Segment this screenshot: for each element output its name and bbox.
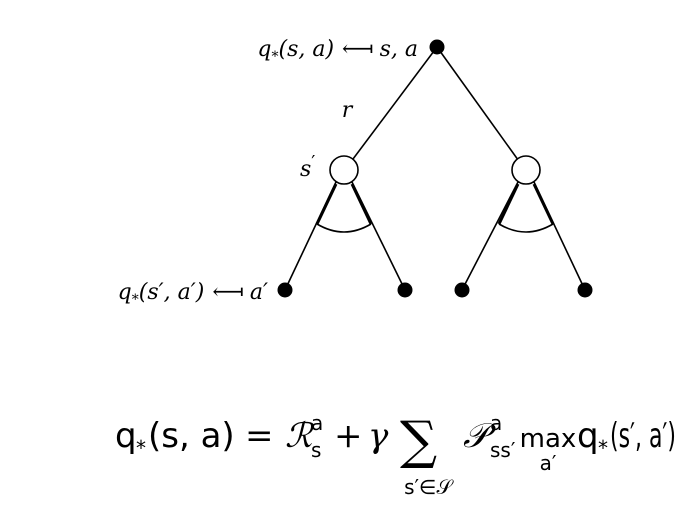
eq-max-sub: a′ [540,451,557,475]
tree-nodes [277,39,593,298]
state-label-prime: ′ [311,152,315,173]
edge-right-rl [461,181,519,291]
edge-root-left [343,46,438,172]
leaf-action-node-3 [454,282,470,298]
leaf-label-rhs: a′ [250,280,268,305]
eq-lhs-sub: * [136,436,146,460]
eq-rhs-args: (s′, a′) [610,416,676,456]
eq-sum-sub: s′∈𝒮 [404,475,454,499]
eq-gamma: γ [368,416,389,456]
state-node-right [511,155,541,185]
eq-max: max [520,424,577,454]
root-label: q*(s, a) ⟻s, a [257,37,418,65]
eq-sum: ∑ [400,411,437,471]
eq-plus: + [334,416,363,456]
state-label: s′ [300,152,315,182]
bellman-equation: q * (s, a) = ℛ a s + γ ∑ s′∈𝒮 𝒫 a ss′ ma… [115,411,676,499]
root-label-q: q [257,37,271,62]
eq-P-sup: a [490,411,502,435]
eq-R-sup: a [311,411,323,435]
edge-left-lr-thick [350,183,373,225]
eq-R: ℛ [285,416,315,456]
leaf-label: q*(s′, a′) ⟻a′ [118,280,268,308]
state-node-left [329,155,359,185]
edge-right-rr-thick [532,183,555,225]
eq-rhs-sub: * [598,436,608,460]
reward-label: r [342,98,354,123]
eq-rhs-q: q [577,416,599,456]
leaf-action-node-2 [397,282,413,298]
leaf-label-sub: * [132,292,139,308]
root-label-arrow: ⟻ [342,37,374,62]
edge-root-right [436,46,527,172]
leaf-label-q: q [118,280,132,305]
edge-left-ll-thick [315,183,338,225]
leaf-label-args: (s′, a′) [139,280,205,305]
tree-edges [284,46,586,291]
eq-R-sub: s [311,438,321,462]
edge-right-rl-thick [497,183,520,225]
root-label-args: (s, a) [278,37,334,62]
eq-lhs-q: q [115,416,137,456]
root-label-rhs: s, a [380,37,418,62]
max-arcs [316,223,554,233]
state-label-base: s [300,157,311,182]
eq-P-sub: ss′ [490,438,516,462]
eq-equals: = [245,416,274,456]
root-label-sub: * [271,49,278,65]
max-arc-right [498,223,554,233]
eq-lhs-args: (s, a) [148,416,235,456]
max-arc-left [316,223,372,233]
leaf-label-arrow: ⟻ [212,280,244,305]
root-action-node [429,39,445,55]
leaf-action-node-1 [277,282,293,298]
leaf-action-node-4 [577,282,593,298]
